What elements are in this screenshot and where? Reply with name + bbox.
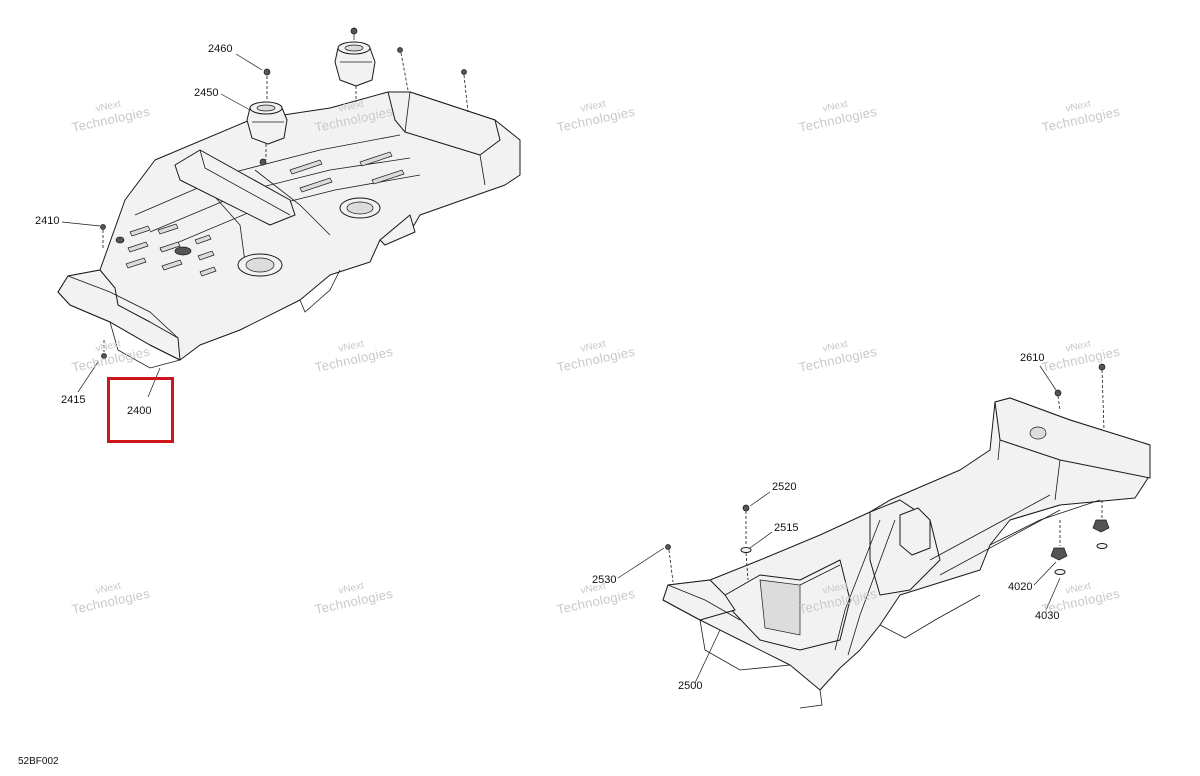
floor-assembly-2400 bbox=[57, 91, 521, 369]
screw-2415 bbox=[101, 340, 107, 359]
callout-2520[interactable]: 2520 bbox=[772, 481, 797, 493]
grommet-4020-a bbox=[1092, 500, 1110, 549]
callout-2415[interactable]: 2415 bbox=[61, 394, 86, 406]
screw-2610-b bbox=[1098, 363, 1106, 431]
screw-top-right-b bbox=[461, 69, 469, 113]
callout-2450[interactable]: 2450 bbox=[194, 87, 219, 99]
highlight-box-2400 bbox=[107, 377, 174, 443]
callout-2410[interactable]: 2410 bbox=[35, 215, 60, 227]
screw-top-right-a bbox=[397, 47, 409, 91]
screw-2610 bbox=[1054, 389, 1062, 411]
knob-2450 bbox=[246, 101, 288, 166]
floor-assembly-2500 bbox=[662, 397, 1151, 709]
callout-2515[interactable]: 2515 bbox=[774, 522, 799, 534]
screw-2460 bbox=[263, 68, 271, 100]
callout-4030[interactable]: 4030 bbox=[1035, 610, 1060, 622]
grommet-4020-b bbox=[1050, 520, 1068, 575]
callout-2610[interactable]: 2610 bbox=[1020, 352, 1045, 364]
screw-2530 bbox=[665, 544, 674, 583]
callout-2530[interactable]: 2530 bbox=[592, 574, 617, 586]
washer-2515 bbox=[740, 547, 752, 581]
callout-2460[interactable]: 2460 bbox=[208, 43, 233, 55]
callout-2400[interactable]: 2400 bbox=[127, 405, 152, 417]
knob-2460 bbox=[334, 27, 376, 102]
screw-2410 bbox=[100, 224, 106, 250]
screw-2520 bbox=[742, 504, 750, 545]
diagram-reference-code: 52BF002 bbox=[18, 756, 59, 767]
callout-4020[interactable]: 4020 bbox=[1008, 581, 1033, 593]
callout-2500[interactable]: 2500 bbox=[678, 680, 703, 692]
